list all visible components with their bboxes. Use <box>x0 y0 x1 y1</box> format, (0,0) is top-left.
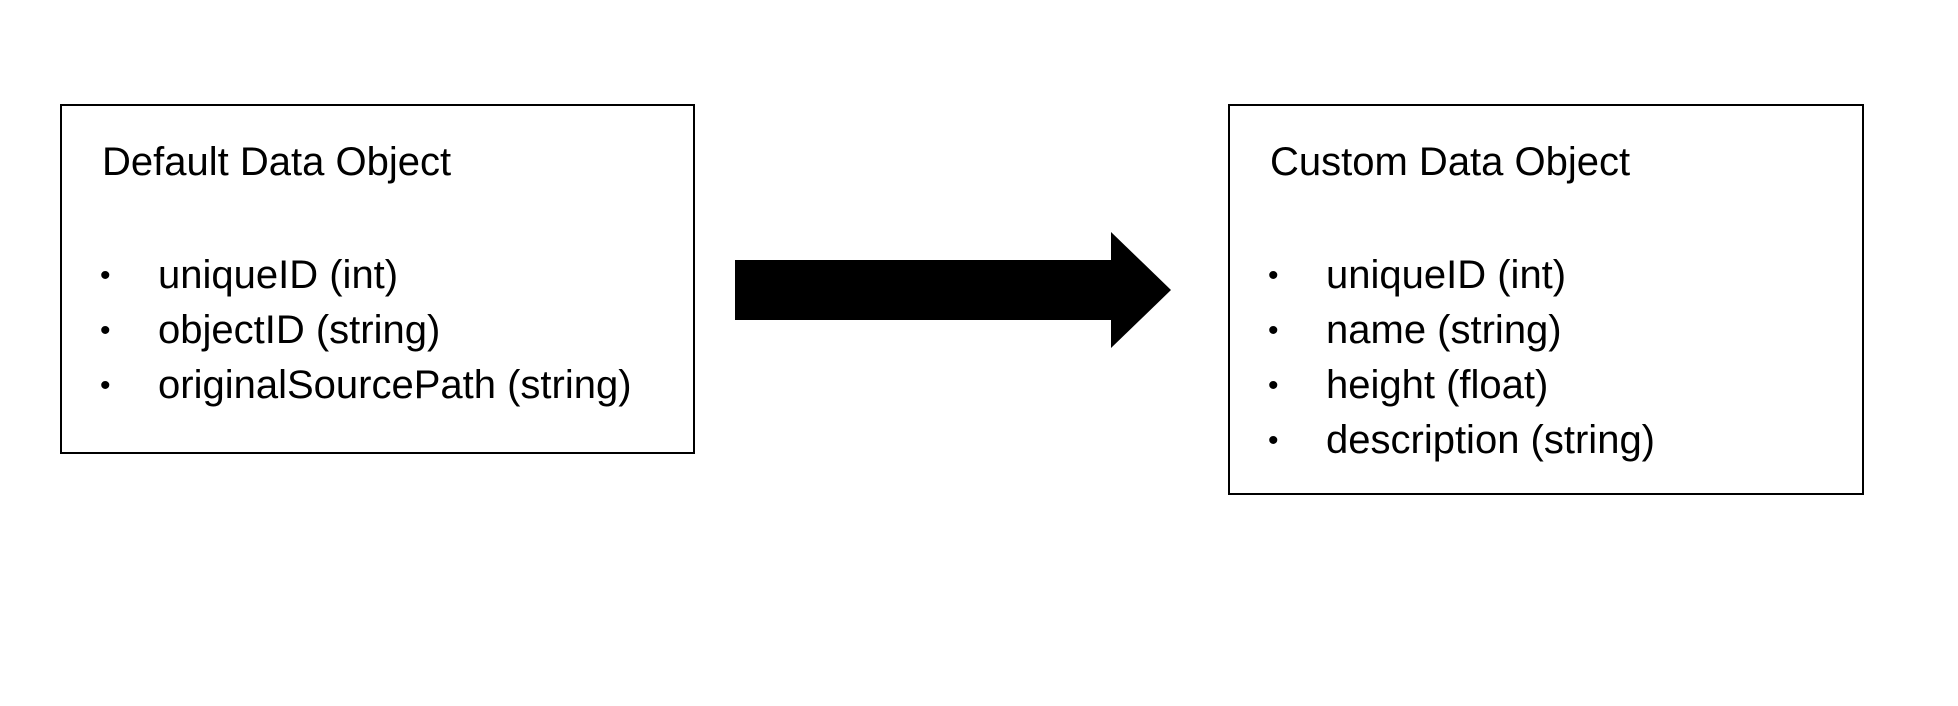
box-title: Default Data Object <box>102 140 452 184</box>
list-item: • uniqueID (int) <box>1268 248 1655 303</box>
field-label: name (string) <box>1326 308 1562 352</box>
field-label: objectID (string) <box>158 308 441 352</box>
field-label: description (string) <box>1326 418 1656 462</box>
default-data-object-box: Default Data Object • uniqueID (int) • o… <box>60 104 695 454</box>
box-title: Custom Data Object <box>1270 140 1631 184</box>
field-label: height (float) <box>1326 363 1549 407</box>
arrow-shape <box>735 232 1171 348</box>
bullet-icon: • <box>100 313 111 347</box>
bullet-icon: • <box>1268 258 1279 292</box>
field-list: • uniqueID (int) • name (string) • heigh… <box>1268 248 1655 468</box>
field-label: uniqueID (int) <box>1326 253 1567 297</box>
bullet-icon: • <box>100 258 111 292</box>
list-item: • height (float) <box>1268 358 1655 413</box>
bullet-icon: • <box>1268 423 1279 457</box>
field-label: originalSourcePath (string) <box>158 363 632 407</box>
custom-data-object-box: Custom Data Object • uniqueID (int) • na… <box>1228 104 1864 495</box>
field-list: • uniqueID (int) • objectID (string) • o… <box>100 248 632 413</box>
bullet-icon: • <box>1268 313 1279 347</box>
list-item: • objectID (string) <box>100 303 632 358</box>
bullet-icon: • <box>1268 368 1279 402</box>
bullet-icon: • <box>100 368 111 402</box>
field-label: uniqueID (int) <box>158 253 399 297</box>
list-item: • name (string) <box>1268 303 1655 358</box>
right-arrow-icon <box>735 232 1171 348</box>
list-item: • uniqueID (int) <box>100 248 632 303</box>
list-item: • originalSourcePath (string) <box>100 358 632 413</box>
list-item: • description (string) <box>1268 413 1655 468</box>
